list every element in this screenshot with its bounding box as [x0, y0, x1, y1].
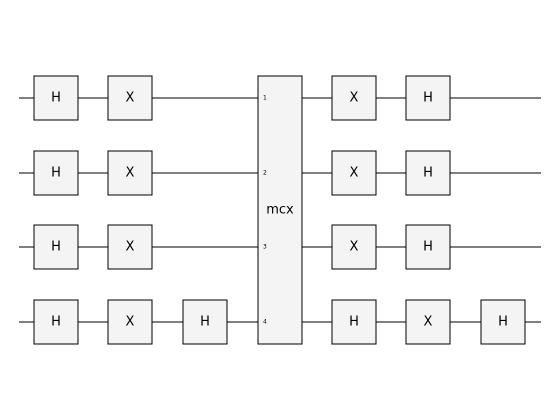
gate-q1-post-1: X	[331, 75, 377, 121]
gate-q2-pre-2-label: X	[126, 166, 135, 181]
gate-q3-pre-1-label: H	[51, 240, 61, 255]
gate-q3-pre-2-box	[107, 224, 153, 270]
gate-q4-post-1: H	[331, 299, 377, 345]
gate-q3-post-1-box	[331, 224, 377, 270]
mcx-gate-box	[257, 75, 303, 345]
gate-q2-post-1-box	[331, 150, 377, 196]
gate-q3-pre-2-label: X	[126, 240, 135, 255]
gate-q4-post-1-box	[331, 299, 377, 345]
gate-q1-pre-2-box	[107, 75, 153, 121]
gate-q4-pre-2-box	[107, 299, 153, 345]
gate-q2-pre-1-label: H	[51, 166, 61, 181]
gate-q3-pre-1-box	[33, 224, 79, 270]
gate-q4-pre-3-box	[182, 299, 228, 345]
gate-q3-post-2-box	[405, 224, 451, 270]
mcx-port-label-4: 4	[263, 319, 267, 326]
mcx-port-label-2: 2	[263, 170, 267, 177]
gate-q3-post-1: X	[331, 224, 377, 270]
gate-q4-post-1-label: H	[349, 315, 359, 330]
gate-q4-pre-3: H	[182, 299, 228, 345]
gate-q4-post-3-box	[480, 299, 526, 345]
gate-q2-post-2-box	[405, 150, 451, 196]
gate-q4-post-3-label: H	[498, 315, 508, 330]
gate-q1-pre-1-box	[33, 75, 79, 121]
gate-q1-post-1-box	[331, 75, 377, 121]
gate-q3-post-2: H	[405, 224, 451, 270]
gate-q4-pre-2: X	[107, 299, 153, 345]
gate-q4-post-2-label: X	[424, 315, 433, 330]
mcx-port-label-3: 3	[263, 244, 267, 251]
gate-q2-pre-2-box	[107, 150, 153, 196]
gate-q3-post-2-label: H	[423, 240, 433, 255]
gate-q1-post-2-box	[405, 75, 451, 121]
mcx-gate-label: mcx	[266, 203, 294, 218]
gate-q1-pre-1-label: H	[51, 91, 61, 106]
gate-q4-post-2: X	[405, 299, 451, 345]
gate-q2-post-2-label: H	[423, 166, 433, 181]
gate-q2-post-1-label: X	[350, 166, 359, 181]
mcx-gate: mcx	[257, 75, 303, 345]
gate-q1-post-2-label: H	[423, 91, 433, 106]
gate-q2-post-1: X	[331, 150, 377, 196]
gate-q4-pre-1-label: H	[51, 315, 61, 330]
gate-q3-pre-2: X	[107, 224, 153, 270]
gate-q1-post-2: H	[405, 75, 451, 121]
gate-q3-pre-1: H	[33, 224, 79, 270]
gate-q2-pre-1: H	[33, 150, 79, 196]
gate-q2-post-2: H	[405, 150, 451, 196]
gate-q1-pre-2-label: X	[126, 91, 135, 106]
gate-q4-pre-1: H	[33, 299, 79, 345]
gate-q1-pre-2: X	[107, 75, 153, 121]
gate-q4-post-2-box	[405, 299, 451, 345]
gate-q3-post-1-label: X	[350, 240, 359, 255]
gate-q2-pre-1-box	[33, 150, 79, 196]
mcx-port-labels: 1 2 3 4	[263, 95, 267, 326]
gate-q4-pre-1-box	[33, 299, 79, 345]
gate-q1-post-1-label: X	[350, 91, 359, 106]
gate-q4-pre-3-label: H	[200, 315, 210, 330]
gate-q4-pre-2-label: X	[126, 315, 135, 330]
gate-q2-pre-2: X	[107, 150, 153, 196]
gate-layer: H X H X H X H X H X H X H X H H X H	[33, 75, 526, 345]
gate-q4-post-3: H	[480, 299, 526, 345]
mcx-port-label-1: 1	[263, 95, 267, 102]
gate-q1-pre-1: H	[33, 75, 79, 121]
